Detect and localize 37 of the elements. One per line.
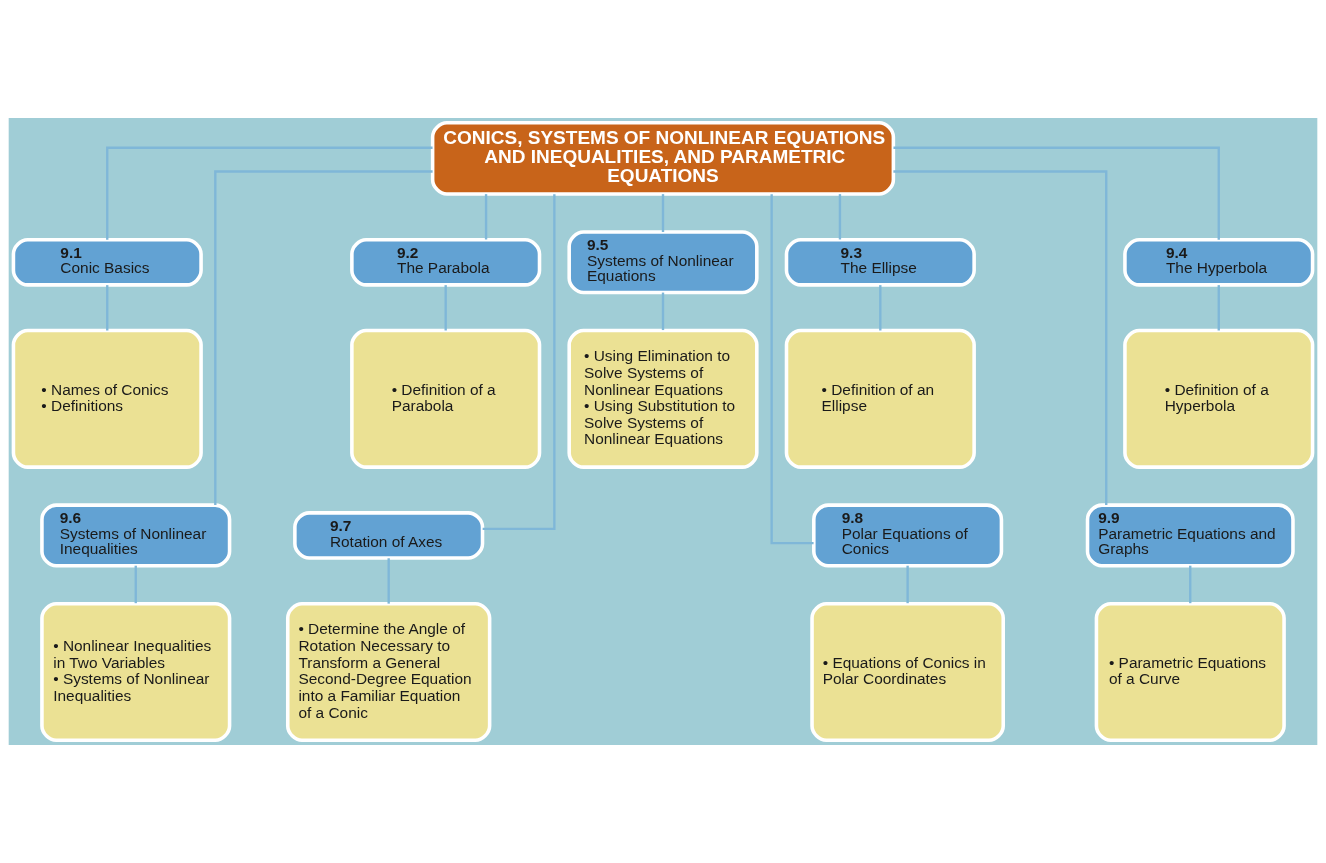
connector (1189, 565, 1192, 604)
connector (906, 565, 909, 604)
node-box: • Definition of a Parabola (350, 328, 542, 469)
node-box: • Definition of a Hyperbola (1123, 328, 1315, 469)
connector (387, 558, 390, 604)
node-box: 9.1 Conic Basics (11, 237, 203, 287)
connector (106, 146, 433, 240)
node-box: 9.4 The Hyperbola (1123, 237, 1315, 287)
node-box: 9.6 Systems of Nonlinear Inequalities (40, 503, 232, 568)
connector (482, 194, 556, 531)
connector (838, 194, 842, 240)
connector (444, 285, 447, 331)
node-box: • Using Elimination to Solve Systems of Nonlinear Equations • Using Substitution to Solve Systems of Nonlinear Equations (567, 328, 759, 469)
node-box: 9.9 Parametric Equations and Graphs (1085, 503, 1295, 568)
node-box: 9.7 Rotation of Axes (293, 511, 485, 560)
connector (661, 194, 665, 232)
connector (893, 170, 1108, 505)
connector (214, 170, 433, 505)
node-box: 9.5 Systems of Nonlinear Equations (567, 230, 759, 295)
node-box: • Determine the Angle of Rotation Necessary to Transform a General Second-Degree Equation into a Familiar Equation of a Conic (285, 601, 492, 743)
node-box: • Parametric Equations of a Curve (1094, 601, 1286, 743)
node-box: 9.3 The Ellipse (784, 237, 976, 287)
node-box: • Names of Conics • Definitions (11, 328, 203, 469)
node-box: CONICS, SYSTEMS OF NONLINEAR EQUATIONS AND INEQUALITIES, AND PARAMETRIC EQUATIONS (430, 120, 896, 196)
node-box: 9.8 Polar Equations of Conics (812, 503, 1004, 568)
node-box: • Nonlinear Inequalities in Two Variables • Systems of Nonlinear Inequalities (40, 601, 232, 743)
connector (661, 292, 665, 331)
connector (106, 285, 109, 331)
connector (484, 194, 488, 240)
connector (770, 194, 814, 545)
node-box: 9.2 The Parabola (350, 237, 542, 287)
node-box: • Equations of Conics in Polar Coordinates (810, 601, 1005, 743)
connector (1217, 285, 1220, 331)
node-box: • Definition of an Ellipse (784, 328, 976, 469)
connector (893, 146, 1220, 240)
connector (879, 285, 882, 331)
connector (134, 565, 137, 604)
